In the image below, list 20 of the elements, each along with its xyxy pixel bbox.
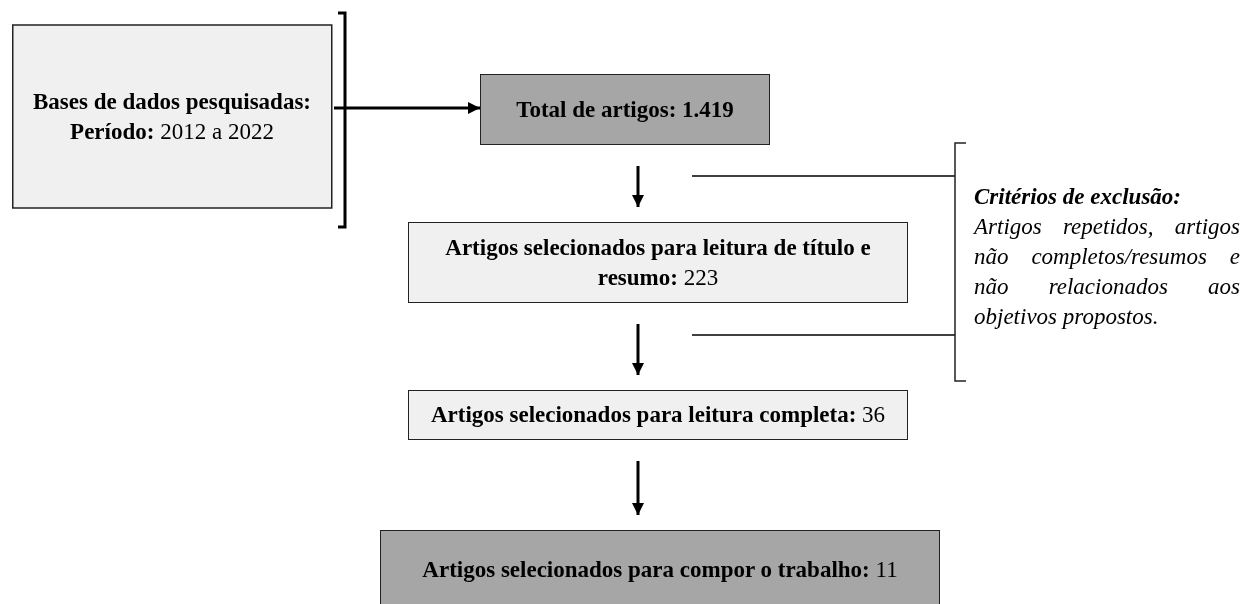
source-box (12, 12, 348, 228)
box-text: Total de artigos: 1.419 (516, 95, 734, 124)
process-box (480, 74, 770, 145)
arrow (632, 166, 644, 207)
arrow (632, 461, 644, 515)
arrow (334, 102, 480, 114)
box-heading: Bases de dados pesquisadas: (33, 87, 311, 116)
box-text: Artigos selecionados para leitura completa: 36 (430, 401, 886, 430)
note-text: Artigos repetidos, artigos não completos/resumos e não relacionados aos objetivos propostos. (974, 212, 1240, 331)
arrow (632, 324, 644, 375)
box-text: Artigos selecionados para leitura de título e resumo: 223 (444, 233, 872, 292)
process-box (408, 390, 908, 440)
box-text: Artigos selecionados para compor o trabalho: 11 (422, 556, 898, 585)
box-text: Período: 2012 a 2022 (70, 117, 274, 146)
process-box (380, 530, 940, 604)
connector-line (691, 334, 956, 336)
note-heading: Critérios de exclusão: (974, 183, 1182, 211)
exclusion-note (952, 142, 1242, 382)
connector-line (691, 175, 956, 177)
process-box (408, 222, 908, 303)
